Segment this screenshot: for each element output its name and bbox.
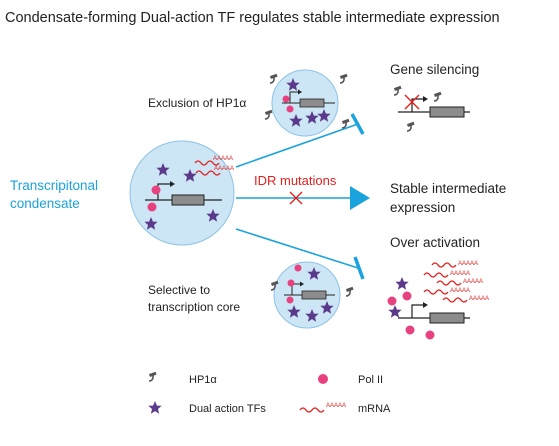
legend-pol2: Pol II [358, 374, 383, 386]
top-condensate [264, 69, 351, 137]
central-mrna-tail-2: AAAAA [214, 166, 234, 172]
bottom-condensate [270, 261, 355, 329]
selective-label-line1: Selective to [148, 283, 210, 297]
overact-mrna-tail-1: AAAAA [458, 261, 478, 267]
overact-mrna-tail-4: AAAAA [450, 288, 470, 294]
activation-arrow-middle [236, 186, 370, 210]
idr-mutations-label: IDR mutations [254, 173, 337, 188]
overact-mrna-tail-5: AAAAA [469, 296, 489, 302]
stable-expression-label-line1: Stable intermediate [390, 181, 506, 196]
exclusion-label: Exclusion of HP1α [148, 96, 246, 110]
over-activation-label: Over activation [390, 235, 480, 250]
stable-expression-label-line2: expression [390, 200, 455, 215]
selective-label-line2: transcription core [148, 300, 240, 314]
central-condensate: AAAAA AAAAA [129, 140, 235, 246]
overact-mrna-tail-2: AAAAA [450, 271, 470, 277]
legend-mrna: mRNA [358, 403, 391, 415]
condensate-label-line2: condensate [10, 196, 80, 211]
legend-mrna-tail: AAAAA [326, 403, 346, 409]
gene-silencing-label: Gene silencing [390, 62, 479, 77]
legend: HP1α Pol II Dual action TFs AAAAA mRNA [148, 370, 391, 415]
over-activation-illustration: AAAAA AAAAA AAAAA AAAAA AAAAA [387, 261, 489, 340]
idr-cross-icon [289, 191, 303, 205]
figure-title: Condensate-forming Dual-action TF regula… [5, 10, 500, 26]
gene-silencing-illustration [393, 84, 470, 132]
overact-mrna-tail-3: AAAAA [463, 279, 483, 285]
inhibition-arrow-bottom [235, 228, 365, 280]
inhibition-arrow-top [235, 113, 365, 168]
mrna-wave-icon [299, 407, 325, 413]
central-mrna-tail-1: AAAAA [213, 156, 233, 162]
condensate-label-line1: Transcripitonal [10, 178, 98, 193]
legend-dual-tf: Dual action TFs [189, 403, 266, 415]
legend-hp1a: HP1α [189, 374, 217, 386]
pol2-icon [318, 374, 328, 384]
hp1a-icon [148, 370, 158, 382]
dual-tf-star-icon [148, 401, 162, 414]
